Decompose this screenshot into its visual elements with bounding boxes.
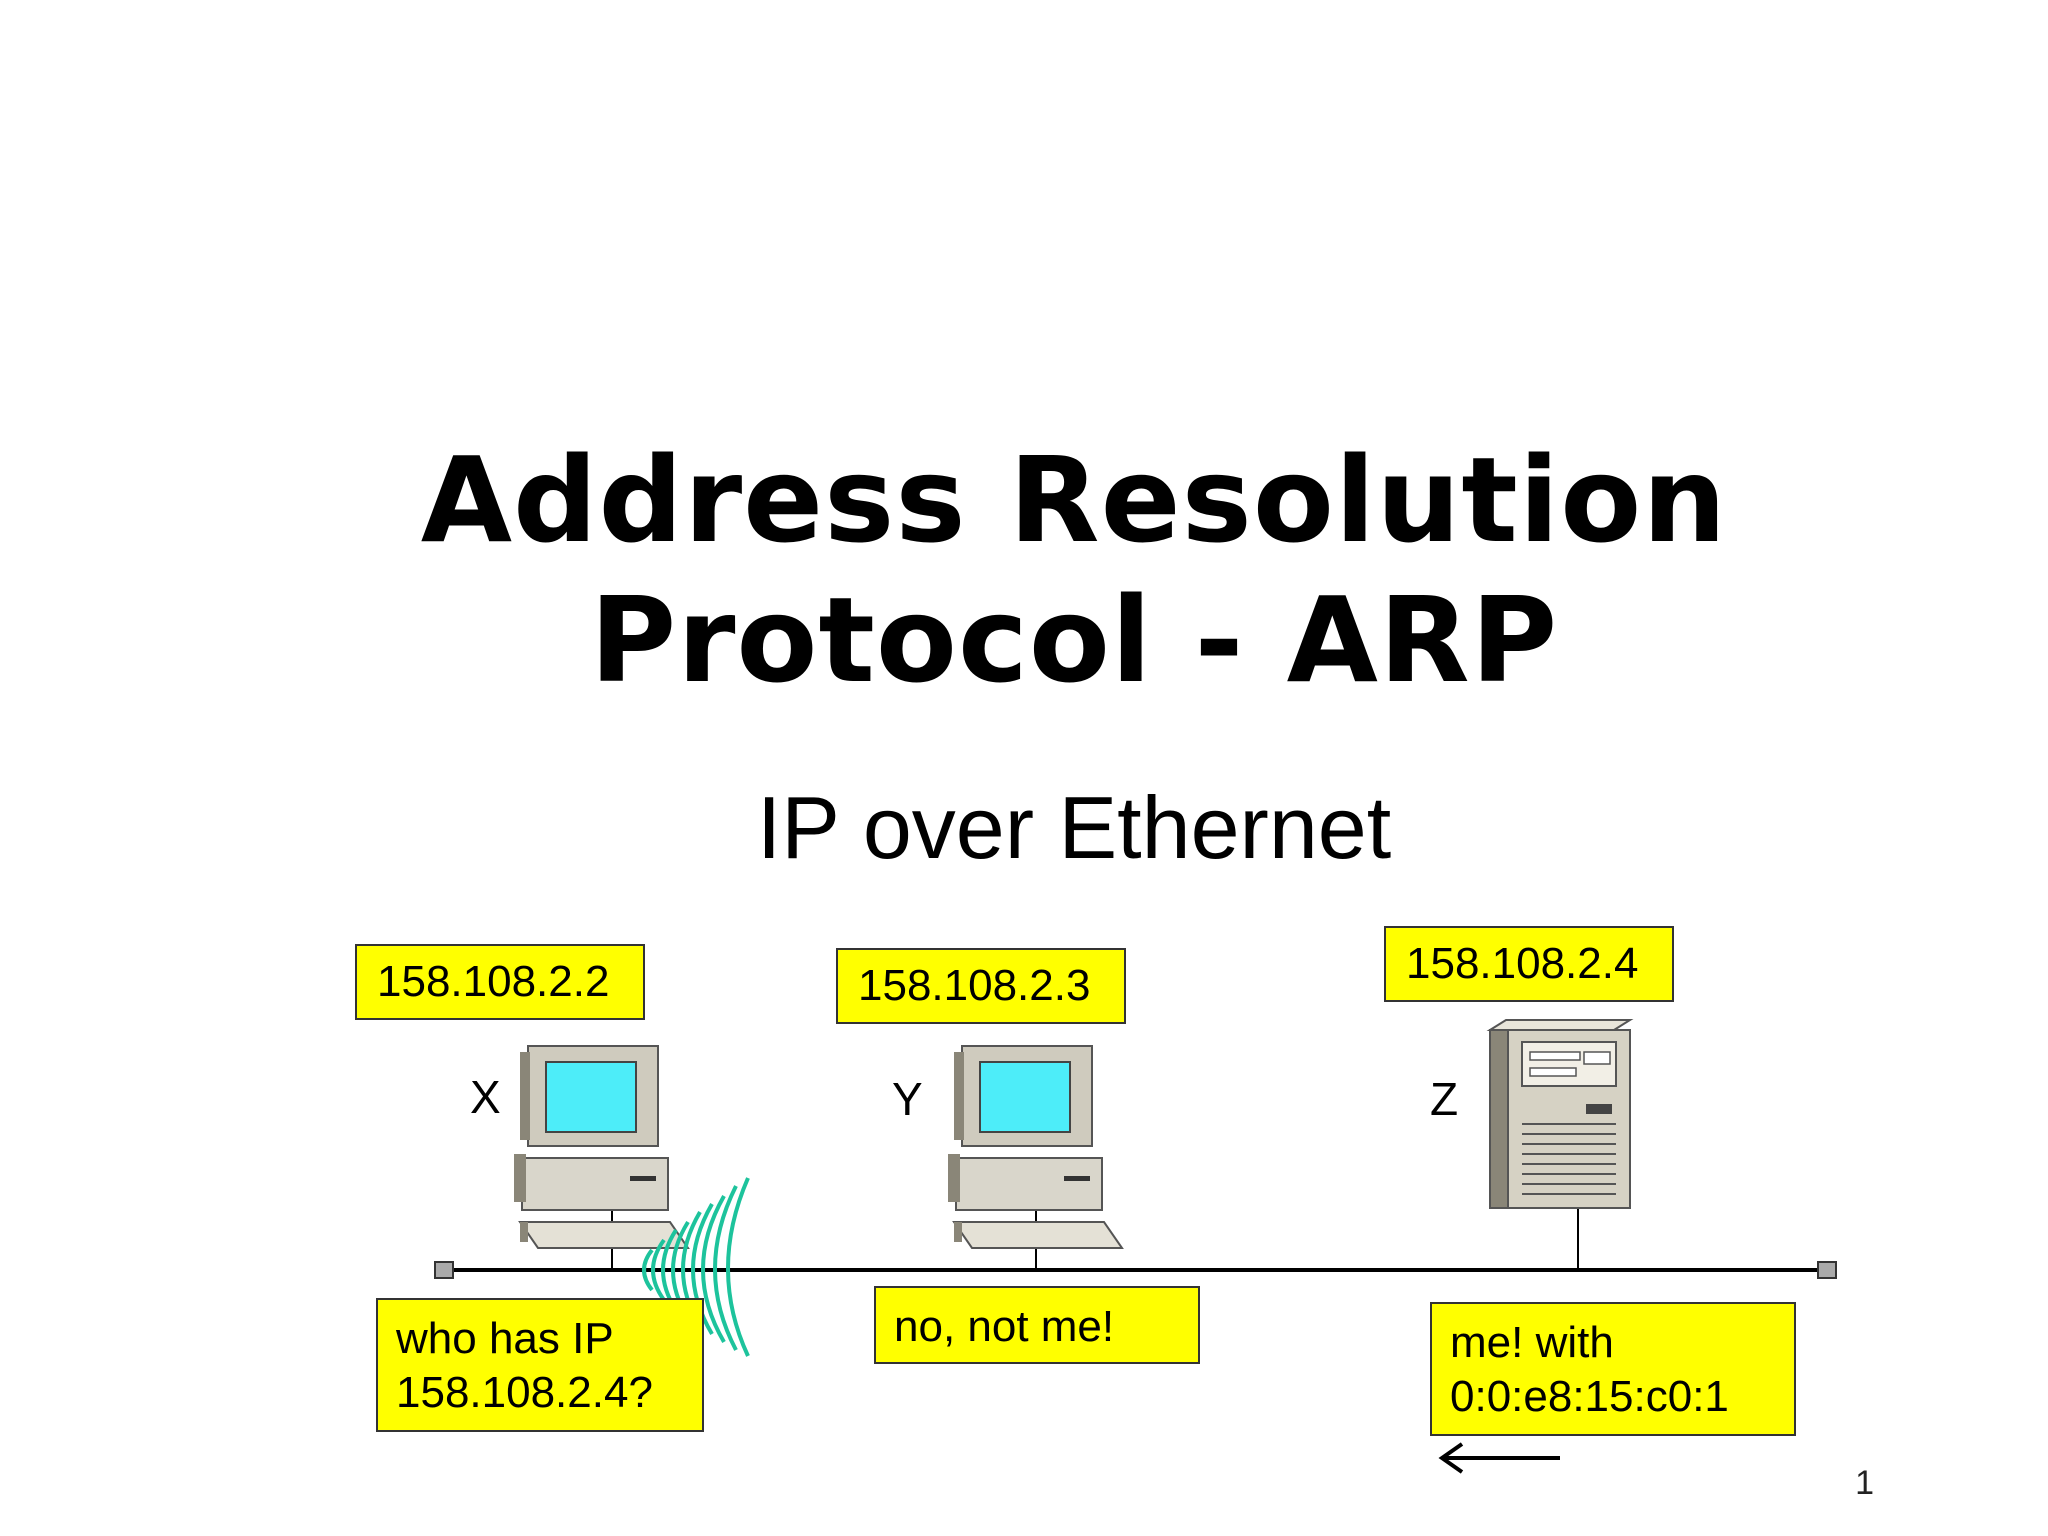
desktop-computer-icon bbox=[514, 1045, 690, 1249]
ip-label-x: 158.108.2.2 bbox=[355, 944, 645, 1020]
arp-reply-line-1: me! with bbox=[1450, 1318, 1614, 1367]
bus-terminator-right bbox=[1817, 1261, 1837, 1279]
host-letter-x: X bbox=[470, 1071, 501, 1123]
host-letter-z: Z bbox=[1430, 1073, 1459, 1125]
page-number: 1 bbox=[1855, 1464, 1874, 1502]
ip-label-z-text: 158.108.2.4 bbox=[1406, 939, 1639, 988]
ip-label-z: 158.108.2.4 bbox=[1384, 926, 1674, 1002]
ip-label-x-text: 158.108.2.2 bbox=[377, 957, 610, 1006]
ip-label-y-text: 158.108.2.3 bbox=[858, 961, 1091, 1010]
server-tower-icon bbox=[1486, 1019, 1634, 1209]
arp-request-label: who has IP 158.108.2.4? bbox=[376, 1298, 704, 1432]
ip-label-y: 158.108.2.3 bbox=[836, 948, 1126, 1024]
desktop-computer-icon bbox=[948, 1045, 1124, 1249]
arrow-left-icon bbox=[1438, 1442, 1560, 1474]
title-line-1: Address Resolution bbox=[420, 431, 1728, 569]
arp-request-line-2: 158.108.2.4? bbox=[396, 1368, 653, 1417]
reply-y-line-1: no, not me! bbox=[894, 1302, 1115, 1351]
slide-subtitle: IP over Ethernet bbox=[756, 778, 1392, 877]
slide-title: Address Resolution Protocol - ARP bbox=[0, 430, 2048, 710]
reply-y-label: no, not me! bbox=[874, 1286, 1200, 1364]
bus-terminator-left bbox=[434, 1261, 454, 1279]
arp-reply-label: me! with 0:0:e8:15:c0:1 bbox=[1430, 1302, 1796, 1436]
arp-request-line-1: who has IP bbox=[396, 1314, 614, 1363]
host-letter-y: Y bbox=[892, 1073, 923, 1125]
title-line-2: Protocol - ARP bbox=[589, 571, 1559, 709]
arp-reply-line-2: 0:0:e8:15:c0:1 bbox=[1450, 1372, 1729, 1421]
